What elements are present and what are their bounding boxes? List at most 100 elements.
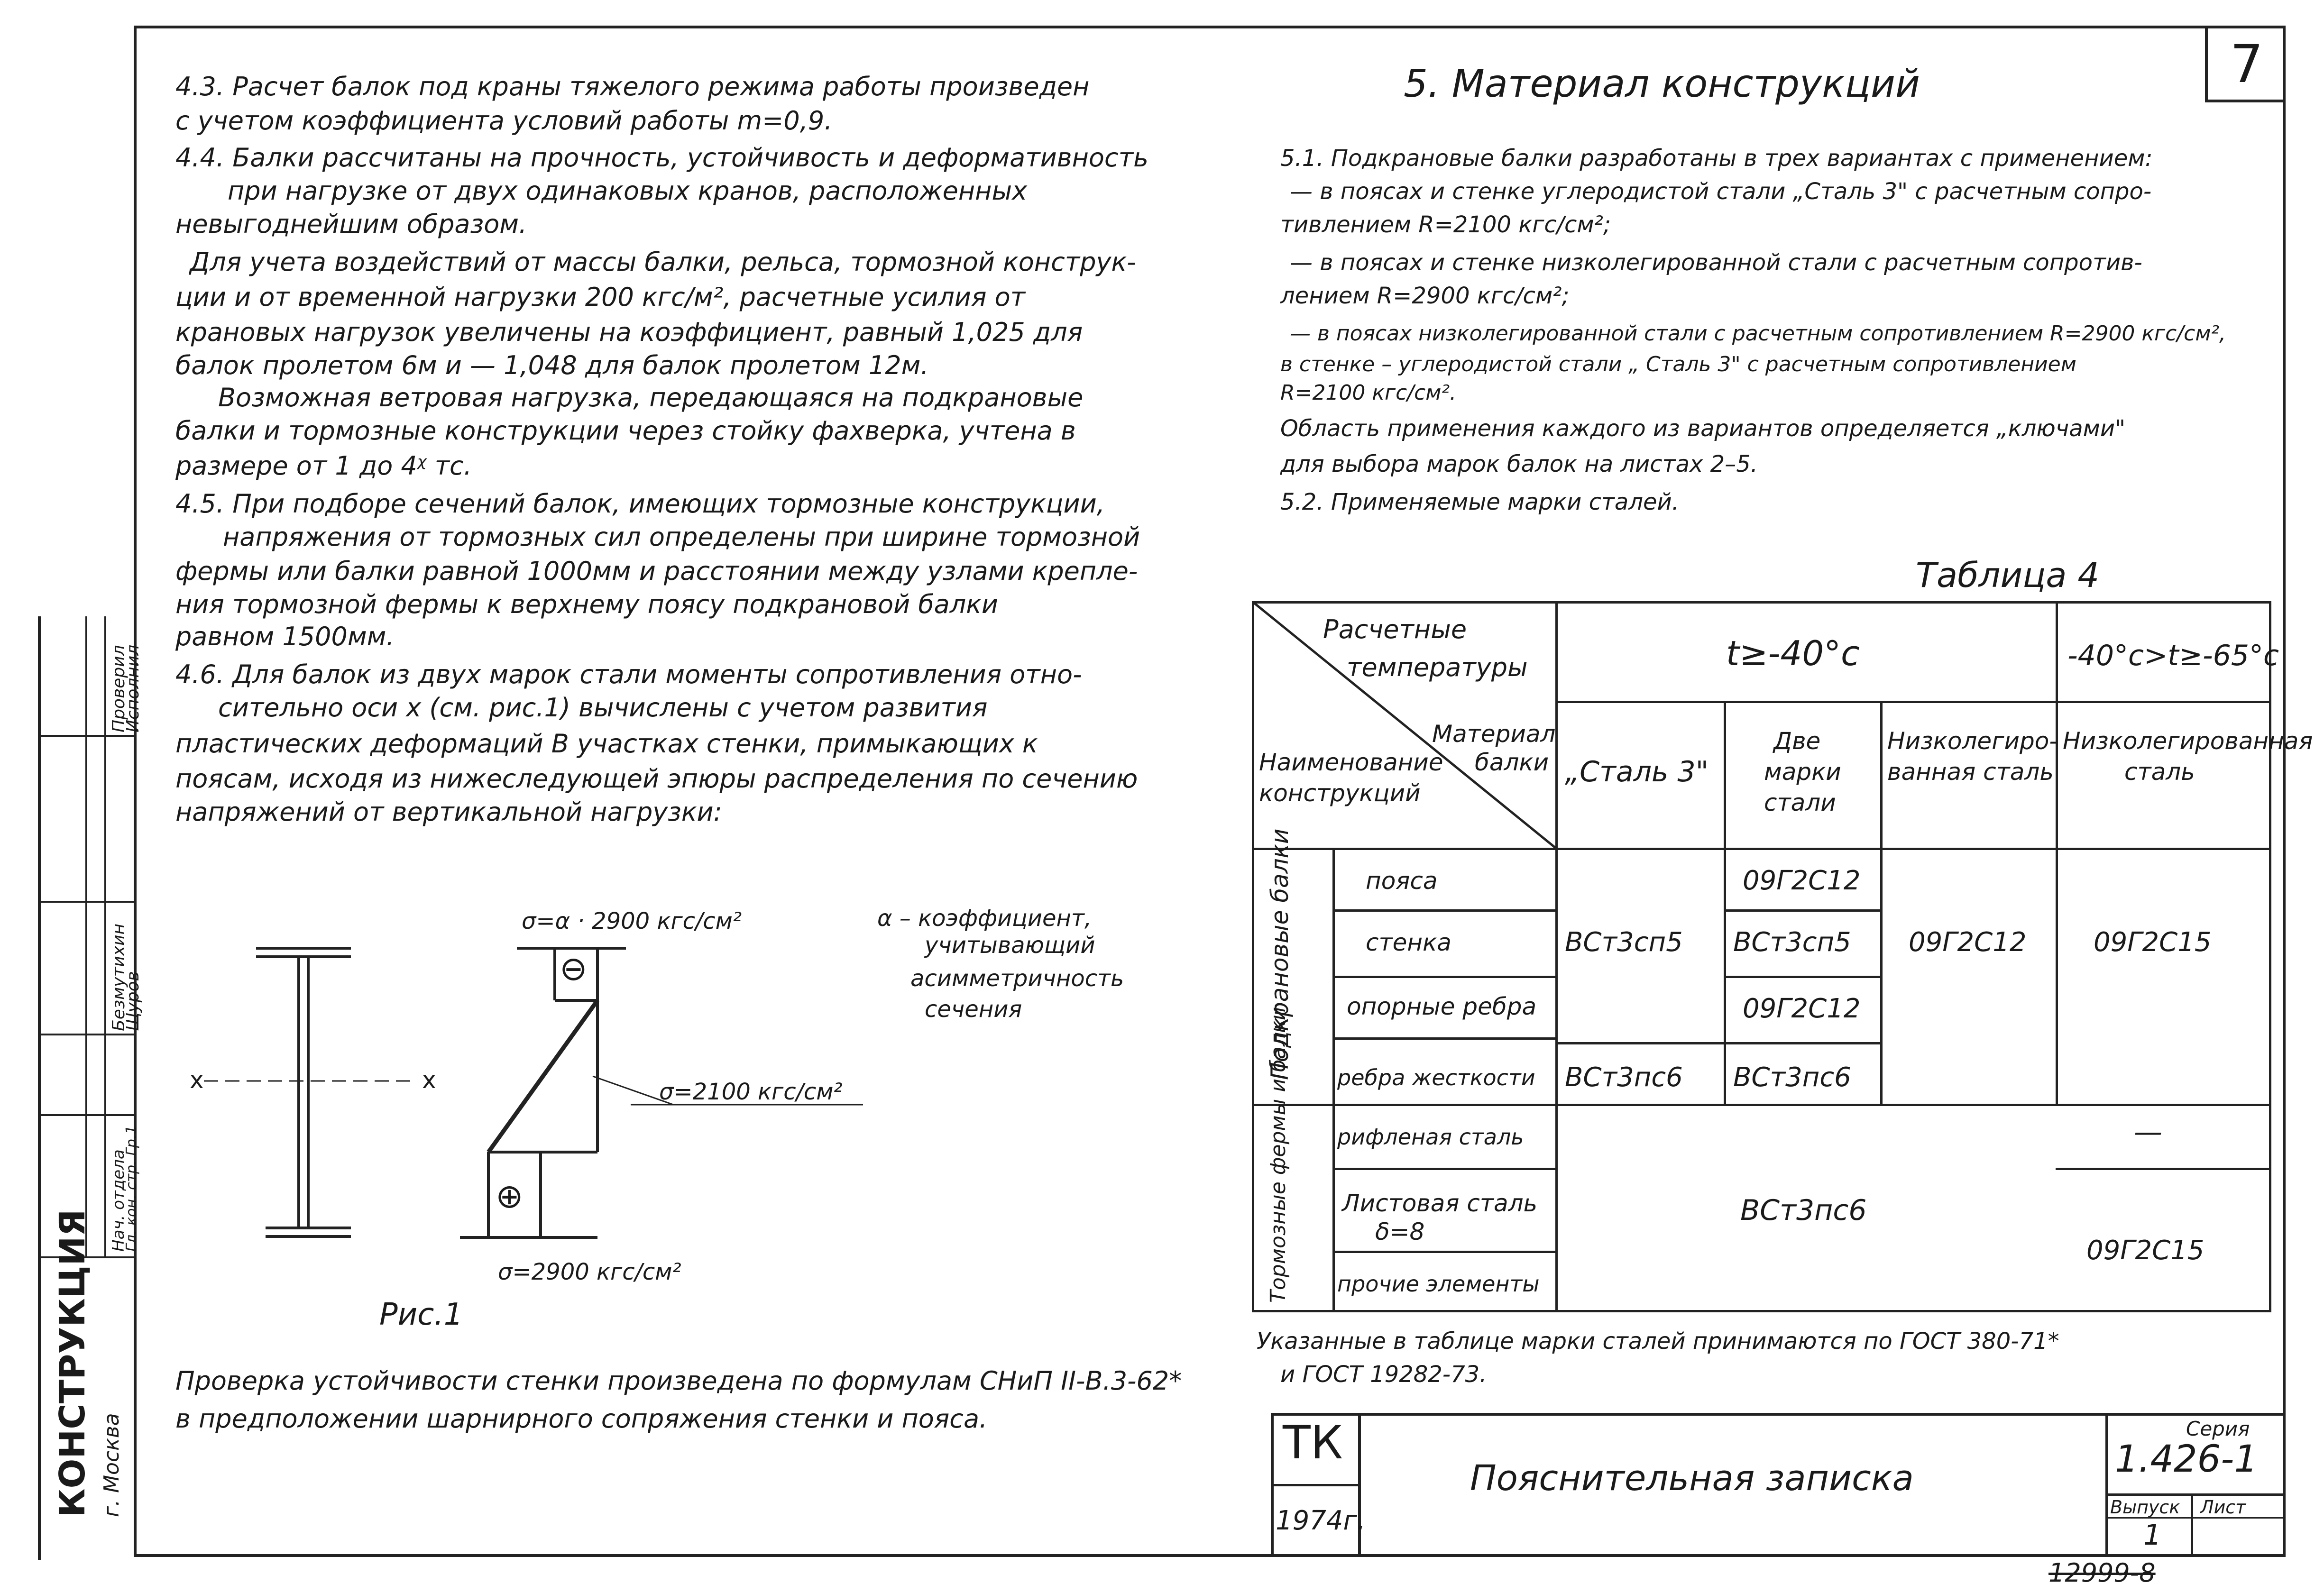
drawing-frame — [134, 26, 2286, 1557]
stamp-divider — [38, 735, 134, 737]
para-5-1-line: Область применения каждого из вариантов … — [1280, 415, 2126, 442]
stamp-divider — [38, 901, 134, 903]
para-4-3-line: с учетом коэффициента условий работы m=0… — [175, 106, 833, 136]
para-5-1-line: 5.1. Подкрановые балки разработаны в тре… — [1280, 145, 2153, 172]
sigma-mid-label: σ=2100 кгс/см² — [659, 1079, 843, 1105]
para-4-5-line: напряжения от тормозных сил определены п… — [223, 522, 1140, 552]
hdr-temp: температуры — [1347, 652, 1528, 682]
para-4-6-line: сительно оси x (см. рис.1) вычислены с у… — [218, 693, 988, 723]
cell-two-r3: 09Г2С12 — [1743, 993, 1861, 1024]
cell-low2-merged: 09Г2С15 — [2094, 927, 2212, 958]
table-caption: Таблица 4 — [1916, 555, 2100, 595]
para-4-4-line: Возможная ветровая нагрузка, передающаяс… — [218, 383, 1084, 412]
col-low-alloy-2: Низколегированная — [2063, 727, 2313, 755]
hdr-name: конструкций — [1259, 779, 1421, 807]
para-5-1-line: R=2100 кгс/см². — [1280, 381, 1457, 405]
stamp-divider — [38, 1034, 134, 1035]
para-4-4-line: 4.4. Балки рассчитаны на прочность, усто… — [175, 143, 1148, 173]
para-5-2-line: 5.2. Применяемые марки сталей. — [1280, 489, 1680, 515]
col-low-alloy-2: сталь — [2124, 758, 2195, 786]
para-4-4-line: Для учета воздействий от массы балки, ре… — [190, 247, 1136, 277]
tk-mark: ТК — [1283, 1416, 1343, 1469]
header-diagonal — [1252, 601, 1555, 848]
steel-grades-table: Расчетные температуры t≥-40°c -40°c>t≥-6… — [1252, 601, 2313, 1312]
para-4-4-line: ции и от временной нагрузки 200 кгс/м², … — [175, 282, 1026, 312]
row-name: рифленая сталь — [1337, 1124, 1524, 1150]
para-4-4-line: балки и тормозные конструкции через стой… — [175, 416, 1076, 446]
hdr-temp: Расчетные — [1323, 614, 1467, 644]
issue-value: 1 — [2143, 1519, 2162, 1552]
col-two-grades: марки — [1764, 758, 1841, 786]
para-4-6-line: 4.6. Для балок из двух марок стали момен… — [175, 659, 1082, 689]
minus-sign-icon: ⊖ — [560, 949, 588, 988]
stamp-name2: Щуров — [123, 971, 143, 1031]
figure-caption: Рис.1 — [379, 1297, 463, 1332]
series-value: 1.426-1 — [2115, 1438, 2258, 1481]
para-4-6-line: поясам, исходя из нижеследующей эпюры ра… — [175, 764, 1138, 794]
cell-brake-low2: 09Г2С15 — [2086, 1235, 2205, 1266]
table-note-line: Указанные в таблице марки сталей принима… — [1257, 1328, 2059, 1355]
sheet-label: Лист — [2200, 1497, 2246, 1518]
para-5-1-line: — в поясах и стенке углеродистой стали „… — [1290, 178, 2152, 205]
axis-label-right: x — [422, 1066, 436, 1094]
series-label: Серия — [2186, 1417, 2250, 1440]
stamp-border — [38, 616, 41, 1560]
para-5-1-line: для выбора марок балок на листах 2–5. — [1280, 451, 1758, 477]
stress-line — [487, 999, 599, 1154]
alpha-note-line: α – коэффициент, — [877, 905, 1092, 932]
check-note-line: в предположении шарнирного сопряжения ст… — [175, 1404, 988, 1434]
cell-two-r2: ВСт3сп5 — [1733, 927, 1851, 958]
sigma-bottom-label: σ=2900 кгс/см² — [498, 1259, 681, 1285]
stamp-role1b: Гл. кон. стр. Гр.1 — [123, 1125, 140, 1252]
row-name: прочие элементы — [1337, 1271, 1540, 1297]
hdr-material: Материал — [1432, 720, 1556, 748]
row-name: Листовая сталь — [1342, 1190, 1538, 1217]
alpha-note-line: учитывающий — [925, 932, 1095, 959]
hdr-temp-range-1: t≥-40°c — [1726, 633, 1860, 673]
para-5-1-line: — в поясах низколегированной стали с рас… — [1290, 321, 2226, 346]
hdr-material: балки — [1475, 749, 1549, 776]
plus-sign-icon: ⊕ — [496, 1177, 524, 1216]
cell-two-r1: 09Г2С12 — [1743, 865, 1861, 896]
alpha-note-line: сечения — [925, 996, 1022, 1023]
col-low-alloy: ванная сталь — [1887, 758, 2054, 786]
para-4-5-line: равном 1500мм. — [175, 622, 395, 651]
hdr-name: Наименование — [1259, 749, 1443, 776]
stamp-role2b: Исполнил — [123, 644, 143, 732]
para-4-4-line: невыгоднейшим образом. — [175, 209, 527, 239]
row-name: опорные ребра — [1347, 993, 1537, 1020]
para-4-6-line: напряжений от вертикальной нагрузки: — [175, 797, 722, 827]
para-4-4-line: размере от 1 до 4ᵡ тс. — [175, 451, 472, 481]
cell-low-merged: 09Г2С12 — [1909, 927, 2027, 958]
para-5-1-line: тивлением R=2100 кгс/см²; — [1280, 211, 1611, 238]
col-low-alloy: Низколегиро- — [1887, 727, 2058, 755]
cell-st3-merged: ВСт3сп5 — [1565, 927, 1683, 958]
row-name: пояса — [1366, 867, 1438, 895]
sigma-top-label: σ=α · 2900 кгс/см² — [522, 908, 742, 934]
para-5-1-line: — в поясах и стенке низколегированной ст… — [1290, 249, 2142, 276]
tick — [2056, 1104, 2271, 1312]
row-name: δ=8 — [1375, 1218, 1425, 1245]
stamp-divider — [104, 616, 106, 1256]
row-name: ребра жесткости — [1337, 1065, 1535, 1090]
cell-st3-r4: ВСт3пс6 — [1565, 1062, 1683, 1093]
stamp-divider — [85, 616, 87, 1256]
stress-diagram-figure — [204, 947, 863, 1239]
document-title: Пояснительная записка — [1470, 1458, 1914, 1499]
issue-label: Выпуск — [2110, 1497, 2180, 1518]
alpha-note-line: асимметричность — [910, 965, 1124, 992]
para-4-5-line: 4.5. При подборе сечений балок, имеющих … — [175, 489, 1105, 519]
side-stamp: Проверил Исполнил Безмутихин Щуров Нач. … — [38, 616, 143, 1560]
year-mark: 1974г. — [1276, 1505, 1366, 1536]
check-note-line: Проверка устойчивости стенки произведена… — [175, 1366, 1182, 1396]
row-name: стенка — [1366, 929, 1451, 956]
col-two-grades: Две — [1773, 727, 1821, 755]
stamp-city: г. Москва — [100, 1413, 124, 1517]
page-number: 7 — [2205, 28, 2286, 102]
para-5-1-line: лением R=2900 кгс/см²; — [1280, 283, 1570, 309]
cell-two-r4: ВСт3пс6 — [1733, 1062, 1851, 1093]
stamp-divider — [38, 1256, 134, 1258]
cell-brake-dash: — — [2134, 1116, 2162, 1149]
para-4-5-line: фермы или балки равной 1000мм и расстоян… — [175, 556, 1138, 586]
section-title: 5. Материал конструкций — [1404, 62, 1920, 106]
